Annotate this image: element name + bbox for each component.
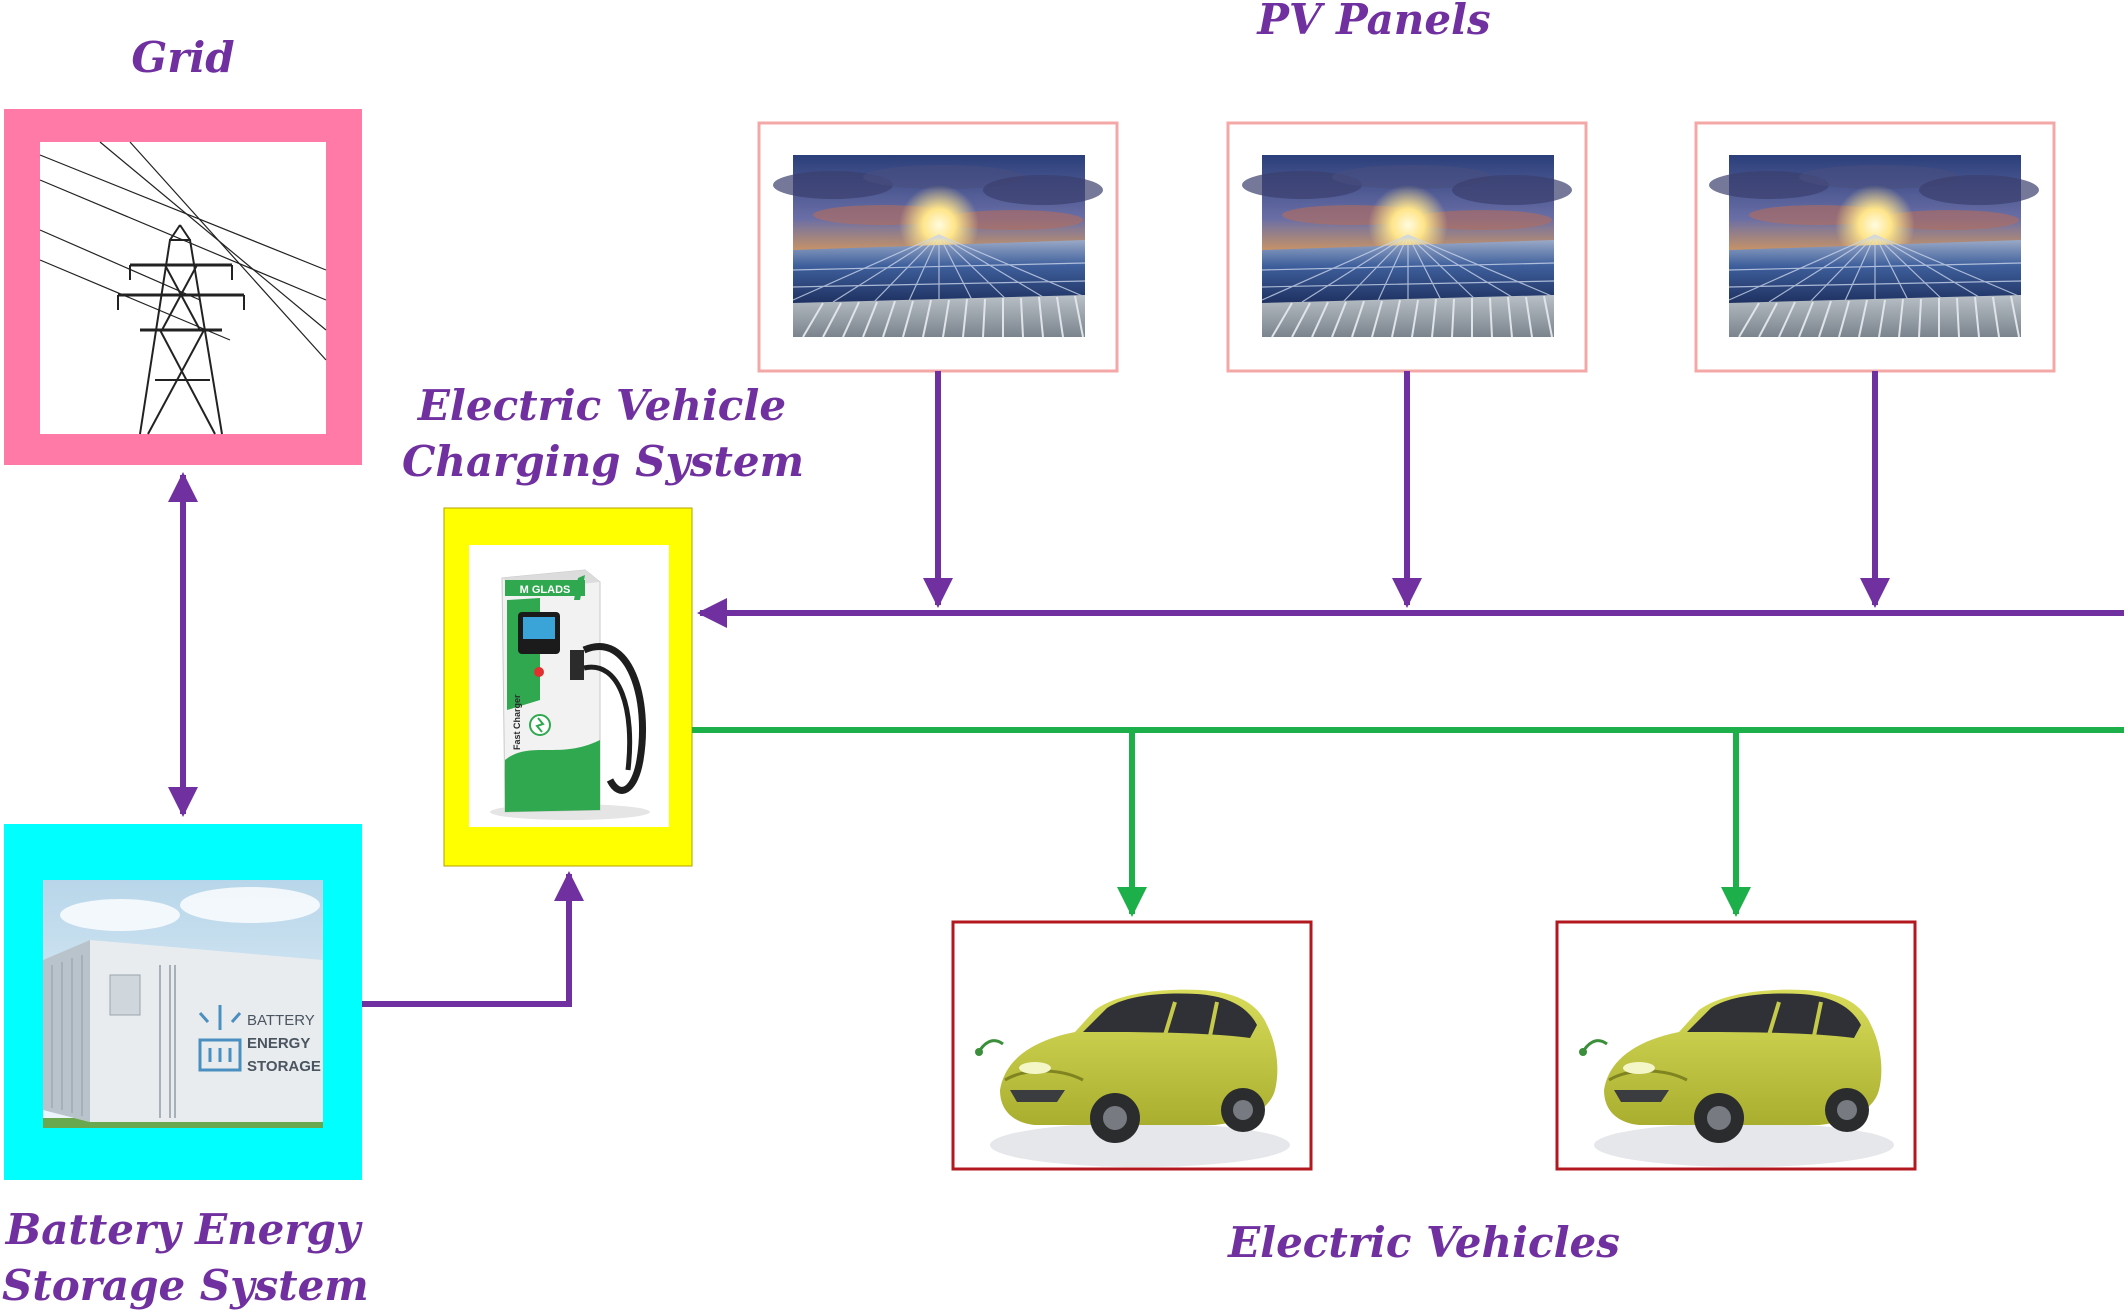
- transmission-tower-icon: [39, 141, 327, 435]
- bess-evcs-arrow: [362, 871, 584, 1007]
- pv-panels-label: PV Panels: [1257, 0, 1491, 44]
- evcs-label-line1: Electric Vehicle: [417, 381, 787, 430]
- grid-block: [4, 109, 362, 465]
- solar-panel-sunset-icon: [1241, 154, 1573, 338]
- bess-label-line1: Battery Energy: [5, 1205, 361, 1254]
- grid-image-area: [40, 142, 326, 434]
- charger-brand-text: M GLADS: [520, 584, 571, 596]
- solar-panel-sunset-icon: [1708, 154, 2040, 338]
- battery-text-line2: ENERGY: [247, 1035, 310, 1052]
- ev-1: [951, 920, 1313, 1171]
- pv-panel-3: [1694, 121, 2056, 373]
- battery-text-line3: STORAGE: [247, 1058, 321, 1075]
- battery-text-line1: BATTERY: [247, 1012, 315, 1029]
- ev-label: Electric Vehicles: [1228, 1218, 1620, 1267]
- solar-panel-sunset-icon: [772, 154, 1104, 338]
- evcs-label-line2: Charging System: [402, 437, 805, 486]
- evcs-block: M GLADS Fast Charger: [443, 507, 693, 867]
- pv-panel-1: [757, 121, 1119, 373]
- ev-2: [1555, 920, 1917, 1171]
- bess-label-line2: Storage System: [2, 1261, 369, 1310]
- bess-label: Battery Energy Storage System: [2, 1202, 369, 1314]
- ev-connectors: [692, 727, 2124, 917]
- bess-block: BATTERY ENERGY STORAGE: [4, 824, 362, 1180]
- ev-charger-icon: M GLADS Fast Charger: [490, 569, 650, 820]
- grid-label: Grid: [131, 33, 235, 82]
- evcs-label: Electric Vehicle Charging System: [402, 378, 805, 490]
- battery-container-icon: BATTERY ENERGY STORAGE: [43, 887, 323, 1128]
- pv-panel-2: [1226, 121, 1588, 373]
- power-connectors: [168, 371, 2124, 1007]
- charger-product-text: Fast Charger: [512, 694, 522, 750]
